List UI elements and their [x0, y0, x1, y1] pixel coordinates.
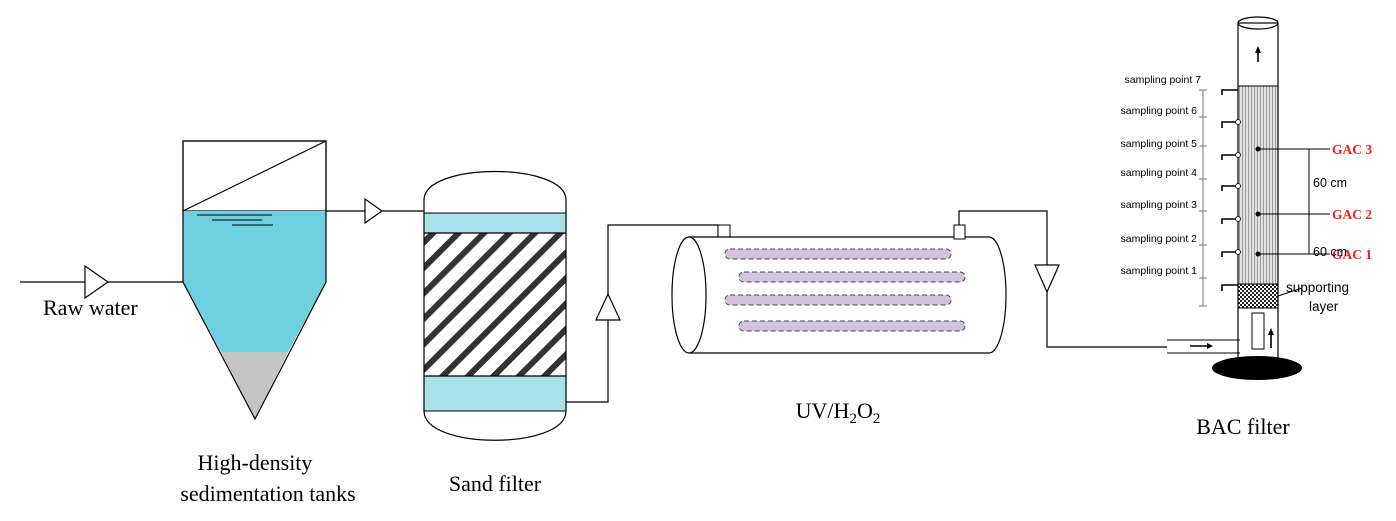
sand-filter: Sand filter — [423, 171, 567, 496]
arrow-right-icon — [1207, 343, 1213, 349]
flow-arrow-icon — [1034, 264, 1060, 294]
column-media — [1238, 86, 1278, 284]
sampling-point-label: sampling point 2 — [1121, 233, 1198, 245]
sedimentation-label-line2: sedimentation tanks — [180, 481, 355, 506]
sampling-point-label: sampling point 3 — [1121, 199, 1198, 211]
uv-lamp — [724, 294, 952, 306]
sampling-point-label: sampling point 5 — [1121, 138, 1198, 150]
sampling-port — [1221, 154, 1238, 160]
sampling-point-label: sampling point 1 — [1121, 265, 1198, 277]
flow-arrow-icon — [595, 292, 621, 321]
flow-arrow-icon — [364, 197, 384, 225]
sampling-point-label: sampling point 7 — [1125, 74, 1202, 86]
tank-sludge — [221, 352, 288, 419]
sampling-port — [1221, 284, 1238, 291]
distance-label: 60 cm — [1313, 176, 1347, 190]
pipe-to-bac-filter — [953, 210, 1240, 354]
sampling-point-label: sampling point 6 — [1121, 105, 1198, 117]
pipe-to-uv-reactor — [566, 224, 731, 403]
gac-label: GAC 3 — [1332, 142, 1372, 157]
sampling-port — [1221, 121, 1238, 128]
sampling-port — [1221, 185, 1238, 191]
arrow-up-icon — [1268, 328, 1274, 335]
sand-filter-bottom-water — [424, 376, 566, 411]
arrow-up-icon — [1255, 46, 1261, 53]
sand-filter-media — [424, 233, 566, 376]
sampling-port — [1221, 218, 1238, 224]
sedimentation-label-line1: High-density — [198, 450, 313, 475]
bac-filter: sampling point 7 sampling point 6 sampli… — [1121, 16, 1372, 439]
sampling-point-label: sampling point 4 — [1121, 167, 1198, 179]
tank-water — [183, 211, 326, 352]
uv-reactor: UV/H2O2 — [671, 236, 1007, 427]
uv-lamp — [738, 320, 966, 332]
gac-label: GAC 1 — [1332, 247, 1372, 262]
sand-filter-top-water — [424, 213, 566, 233]
uv-lamp — [724, 248, 952, 260]
raw-water-inlet: Raw water — [20, 264, 183, 320]
sampling-port — [1221, 89, 1238, 95]
bac-filter-label: BAC filter — [1196, 414, 1290, 439]
pipe-to-sand-filter — [326, 197, 424, 225]
supporting-layer-label: layer — [1309, 299, 1339, 314]
supporting-layer-label: supporting — [1286, 280, 1349, 295]
sampling-port — [1221, 251, 1238, 257]
distance-label: 60 cm — [1313, 245, 1347, 259]
gac-label: GAC 2 — [1332, 207, 1372, 222]
raw-water-label: Raw water — [43, 295, 138, 320]
uv-lamp — [738, 271, 966, 283]
uv-reactor-label: UV/H2O2 — [796, 398, 881, 427]
flow-arrow-icon — [84, 264, 110, 300]
sand-filter-label: Sand filter — [449, 471, 542, 496]
sedimentation-tank: High-density sedimentation tanks — [180, 140, 356, 506]
supporting-layer — [1238, 284, 1278, 308]
